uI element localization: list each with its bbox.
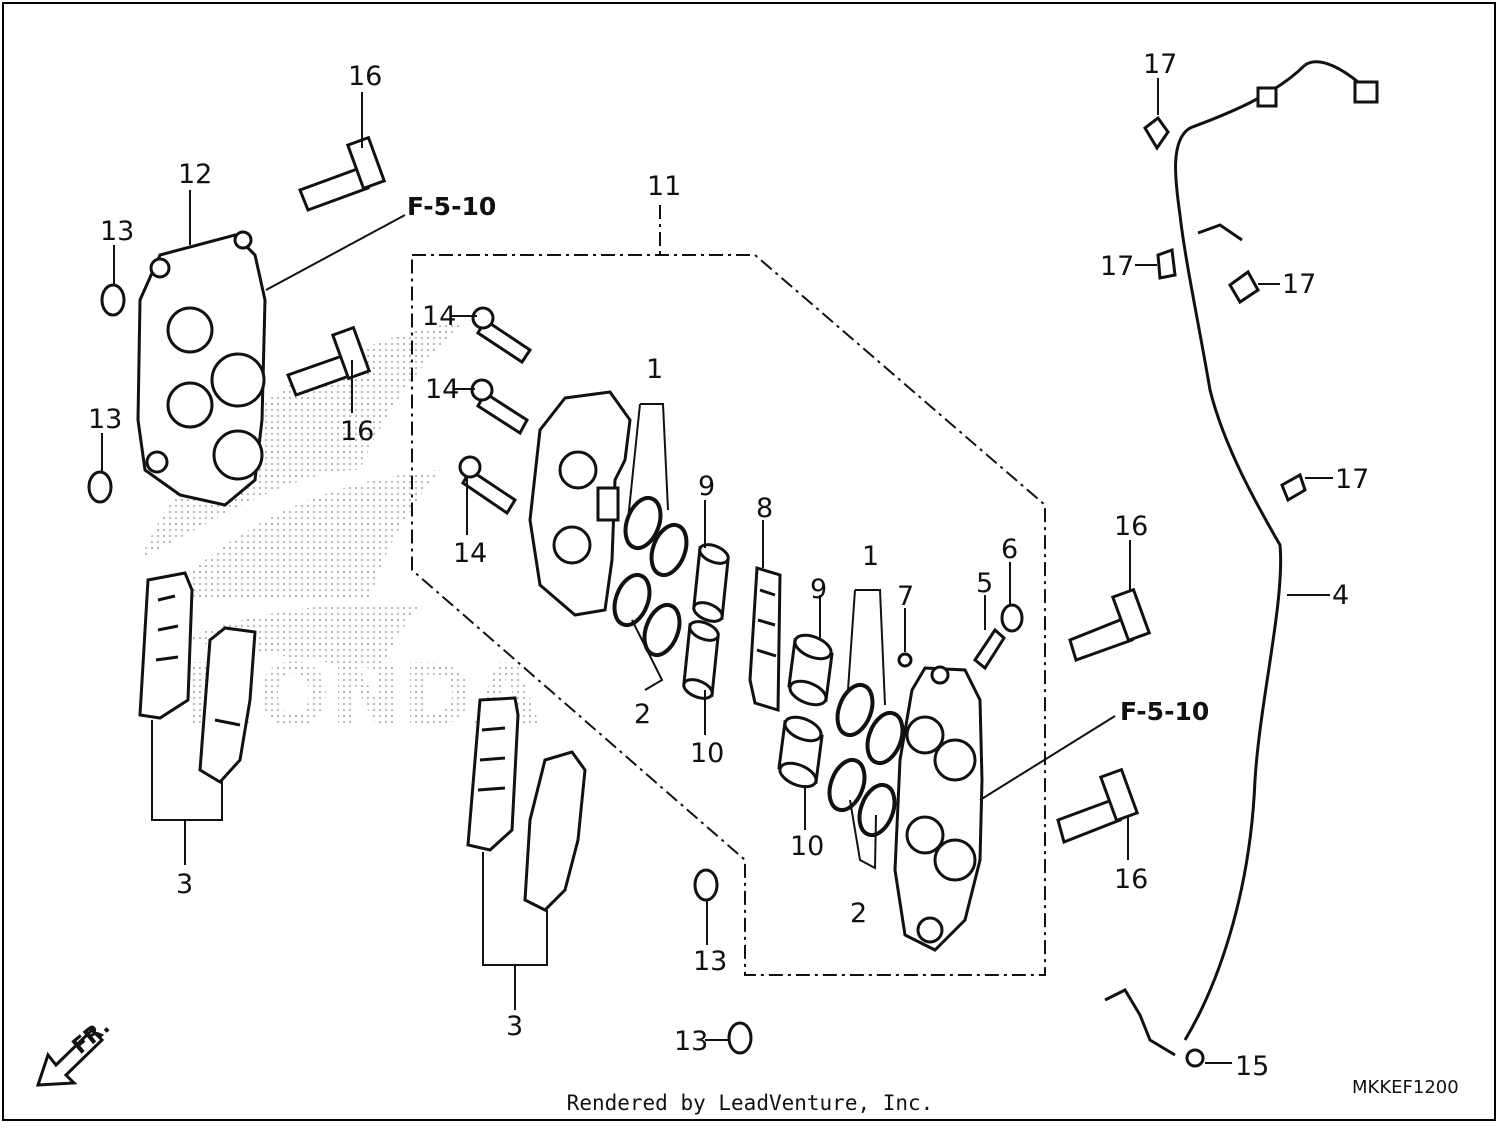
bleeder-parts — [897, 603, 1024, 671]
render-credit: Rendered by LeadVenture, Inc. — [566, 1091, 934, 1115]
callout-16: 16 — [1114, 864, 1148, 895]
piston-seals-left — [612, 495, 689, 658]
reference-f-5-10: F-5-10 — [407, 192, 496, 221]
caliper-body-right — [893, 665, 984, 952]
callout-16: 16 — [1114, 511, 1148, 542]
speed-sensor-wire — [1104, 60, 1379, 1057]
callout-16: 16 — [340, 416, 374, 447]
callout-11: 11 — [647, 171, 681, 202]
callout-9: 9 — [698, 471, 715, 502]
callout-16: 16 — [348, 61, 382, 92]
brake-pads-center — [466, 696, 587, 966]
brake-pads-left — [138, 571, 257, 821]
callout-17: 17 — [1282, 269, 1316, 300]
callout-1: 1 — [862, 541, 879, 572]
callout-6: 6 — [1001, 534, 1018, 565]
callout-17: 17 — [1143, 49, 1177, 80]
callout-10: 10 — [690, 738, 724, 769]
callout-10: 10 — [790, 831, 824, 862]
kit-outline — [411, 205, 1046, 976]
bolt-16b — [286, 325, 372, 397]
callout-3: 3 — [176, 869, 193, 900]
bolt-16d — [1056, 767, 1140, 845]
callout-5: 5 — [976, 568, 993, 599]
callout-3: 3 — [506, 1011, 523, 1042]
callout-15: 15 — [1235, 1051, 1269, 1082]
callout-labels: 16 12 13 13 16 11 14 14 14 1 9 8 2 10 3 … — [88, 49, 1459, 1098]
front-arrow-icon: FR. — [35, 1014, 115, 1087]
pad-spring — [748, 566, 782, 713]
pistons-left — [682, 543, 730, 700]
diagram-code: MKKEF1200 — [1352, 1077, 1459, 1098]
callout-14: 14 — [425, 374, 459, 405]
callout-13: 13 — [693, 946, 727, 977]
callout-7: 7 — [897, 581, 914, 612]
callout-13: 13 — [674, 1026, 708, 1057]
callout-17: 17 — [1100, 251, 1134, 282]
callout-2: 2 — [634, 699, 651, 730]
callout-14: 14 — [453, 538, 487, 569]
callout-4: 4 — [1332, 580, 1349, 611]
caps-13 — [87, 283, 753, 1055]
callout-8: 8 — [756, 493, 773, 524]
callout-13: 13 — [100, 216, 134, 247]
caliper-body-left — [136, 230, 267, 507]
pistons-right — [777, 633, 834, 789]
piston-seals-right — [827, 682, 905, 838]
callout-14: 14 — [422, 301, 456, 332]
callout-2: 2 — [850, 898, 867, 929]
callout-9: 9 — [810, 574, 827, 605]
bolts-14 — [458, 306, 533, 516]
caliper-half-center — [528, 390, 632, 617]
callout-17: 17 — [1335, 464, 1369, 495]
callout-1: 1 — [646, 354, 663, 385]
callout-13: 13 — [88, 404, 122, 435]
bolt-16c — [1068, 587, 1152, 662]
callout-12: 12 — [178, 159, 212, 190]
wire-clips-17 — [1143, 115, 1307, 1068]
leader-lines — [101, 78, 1333, 1064]
bolt-16a — [298, 135, 387, 212]
reference-f-5-10: F-5-10 — [1120, 697, 1209, 726]
